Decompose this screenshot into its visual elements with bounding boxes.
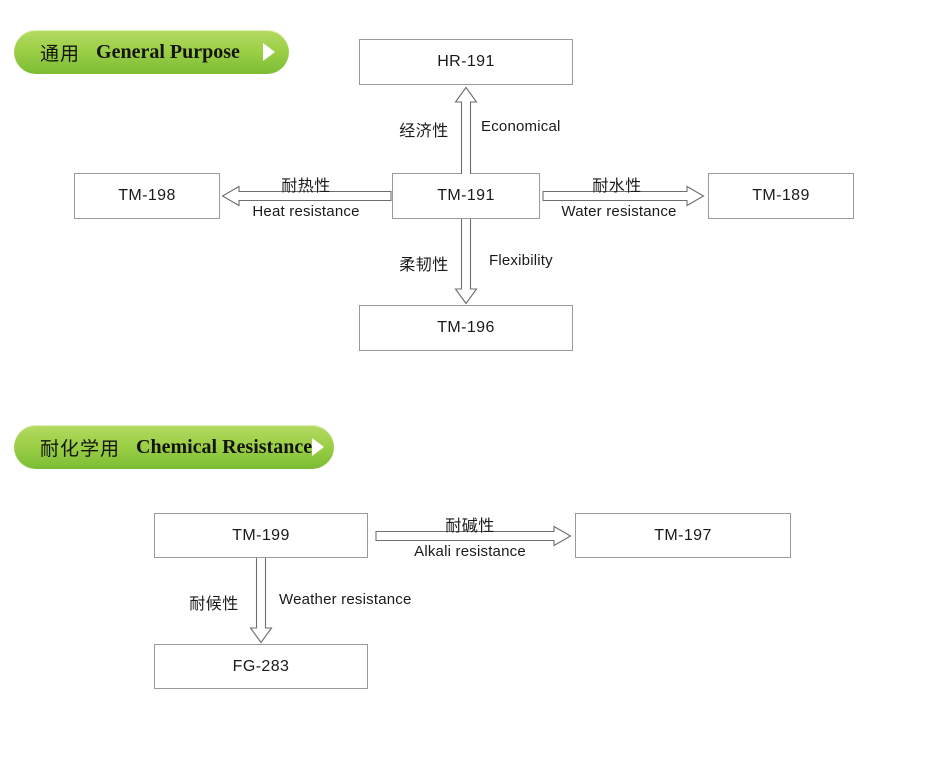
arrow-weather-resistance: [249, 558, 273, 644]
edge-label-alkali-resistance-en: Alkali resistance: [414, 543, 526, 560]
node-label: TM-199: [232, 526, 290, 544]
section-banner-general-purpose[interactable]: 通用 General Purpose: [14, 30, 289, 74]
node-label: FG-283: [232, 657, 290, 675]
node-tm-198[interactable]: TM-198: [74, 173, 220, 219]
edge-label-economical-en: Economical: [481, 118, 561, 135]
node-label: TM-189: [752, 187, 810, 204]
arrow-water-resistance: [542, 185, 705, 207]
edge-label-water-resistance-cn: 耐水性: [592, 176, 642, 195]
node-tm-189[interactable]: TM-189: [708, 173, 854, 219]
node-label: TM-191: [437, 187, 495, 204]
edge-label-weather-resistance-en: Weather resistance: [279, 591, 412, 608]
edge-label-weather-resistance-cn: 耐候性: [189, 594, 239, 613]
node-tm-199[interactable]: TM-199: [154, 513, 368, 558]
banner-label-cn: 通用: [40, 42, 81, 65]
node-tm-197[interactable]: TM-197: [575, 513, 791, 558]
node-tm-196[interactable]: TM-196: [359, 305, 573, 351]
node-tm-191[interactable]: TM-191: [392, 173, 540, 219]
arrow-flexibility: [454, 219, 478, 305]
node-label: TM-197: [654, 526, 712, 544]
edge-label-flexibility-en: Flexibility: [489, 252, 553, 269]
node-fg-283[interactable]: FG-283: [154, 644, 368, 689]
edge-label-heat-resistance-en: Heat resistance: [252, 203, 360, 220]
triangle-right-icon: [312, 438, 325, 456]
banner-label-en: Chemical Resistance: [136, 435, 313, 458]
arrow-heat-resistance: [221, 185, 392, 207]
arrow-alkali-resistance: [375, 525, 572, 547]
triangle-right-icon: [263, 43, 275, 61]
section-banner-chemical-resistance[interactable]: 耐化学用 Chemical Resistance: [14, 425, 334, 469]
node-label: HR-191: [437, 53, 495, 70]
node-label: TM-198: [118, 187, 176, 204]
banner-label-cn: 耐化学用: [40, 437, 121, 460]
edge-label-alkali-resistance-cn: 耐碱性: [445, 516, 495, 535]
edge-label-flexibility-cn: 柔韧性: [399, 255, 449, 274]
edge-label-heat-resistance-cn: 耐热性: [281, 176, 331, 195]
banner-label-en: General Purpose: [96, 40, 240, 63]
edge-label-water-resistance-en: Water resistance: [561, 203, 677, 220]
arrow-economical: [454, 86, 478, 174]
edge-label-economical-cn: 经济性: [399, 121, 449, 140]
node-hr-191[interactable]: HR-191: [359, 39, 573, 85]
node-label: TM-196: [437, 319, 495, 336]
